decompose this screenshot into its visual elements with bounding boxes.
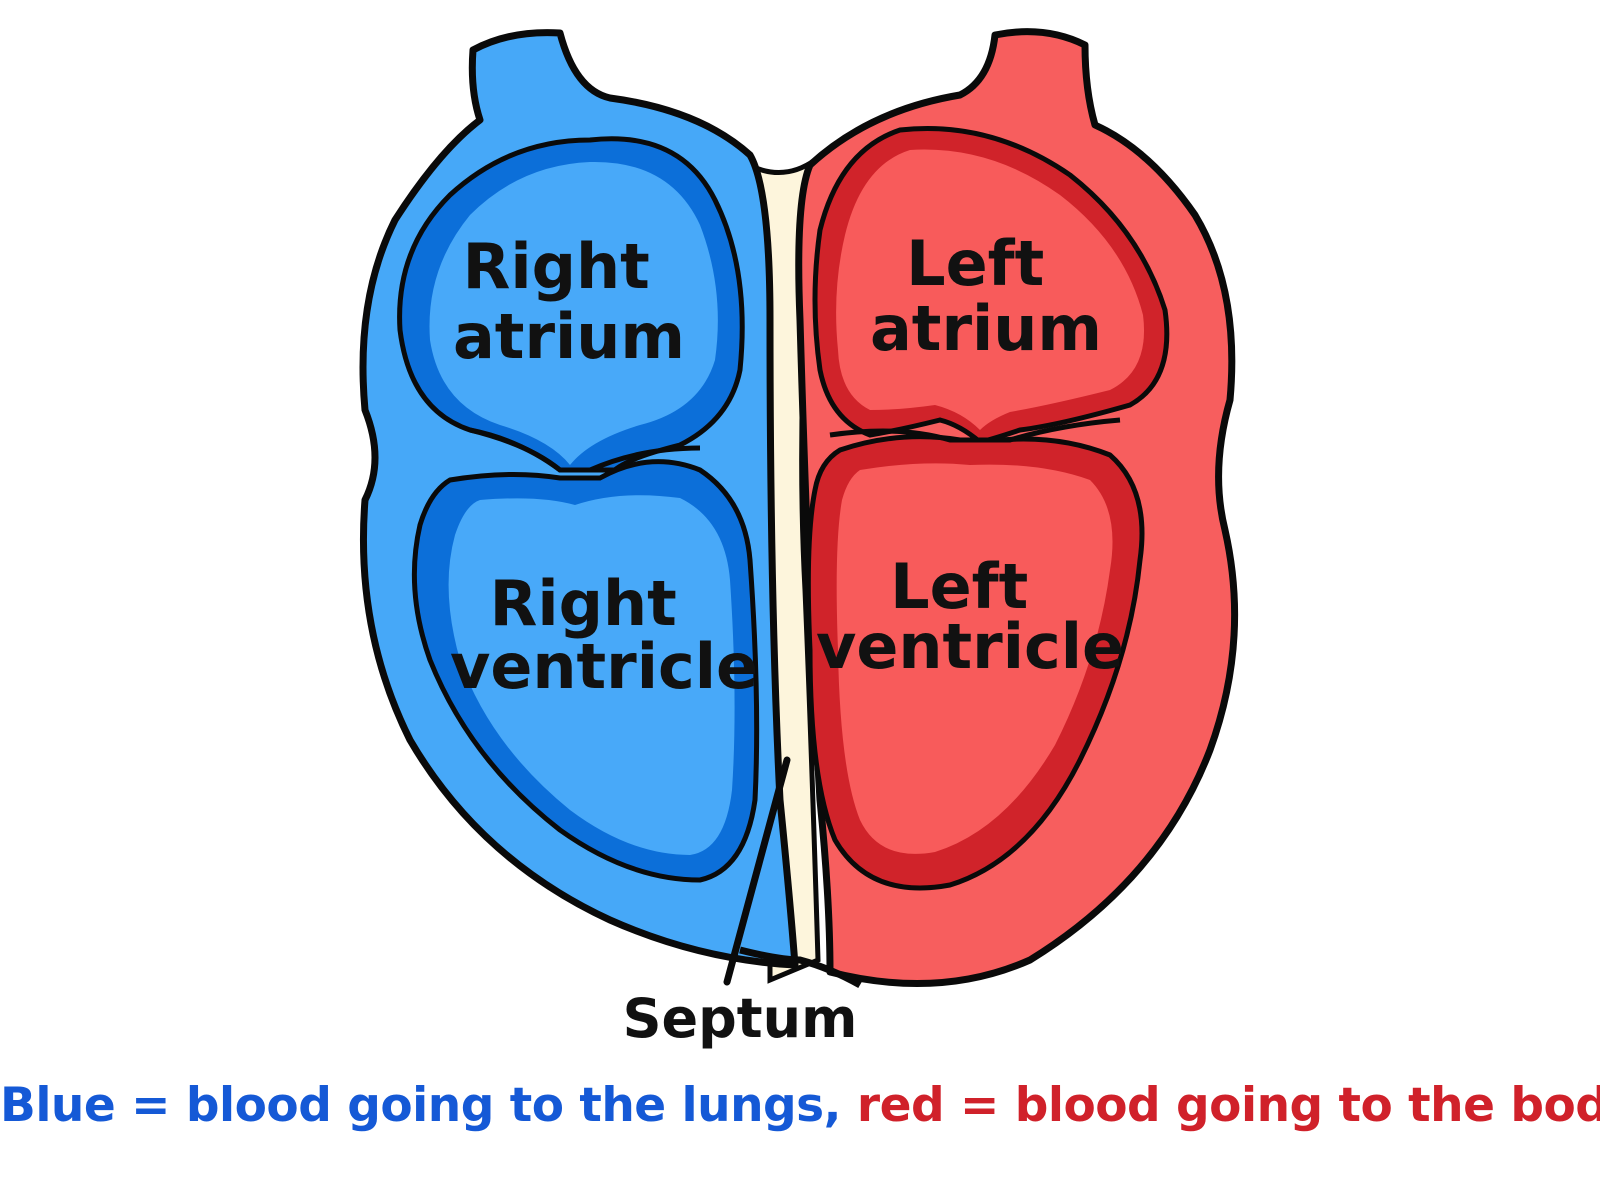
left-ventricle-label: Left ventricle xyxy=(816,550,1124,683)
legend-blue-text: Blue = blood going to the lungs, xyxy=(0,1078,842,1133)
right-ventricle-label-line1: Right xyxy=(490,567,677,640)
right-valve xyxy=(469,427,701,473)
right-atrium-label-line1: Right xyxy=(463,230,650,303)
right-ventricle-chamber xyxy=(448,495,735,855)
color-legend-caption: Blue = blood going to the lungs, red = b… xyxy=(0,1078,1600,1133)
septum-pointer-line xyxy=(723,756,791,986)
left-atrium-chamber xyxy=(836,149,1145,430)
left-atrium-label-line1: Left xyxy=(906,227,1044,300)
right-atrium-label-line2: atrium xyxy=(453,300,685,373)
left-valve xyxy=(829,417,1121,443)
left-ventricle-label-line2: ventricle xyxy=(816,610,1124,683)
right-atrium-chamber xyxy=(429,161,718,465)
heart-apex-outline xyxy=(739,946,862,989)
legend-red-text: red = blood going to the body xyxy=(856,1078,1600,1133)
right-ventricle-label: Right ventricle xyxy=(450,567,758,703)
septum-label: Septum xyxy=(623,987,858,1050)
left-atrium-label: Left atrium xyxy=(870,227,1102,365)
right-atrium-label: Right atrium xyxy=(453,230,685,373)
left-ventricle-label-line1: Left xyxy=(890,550,1028,623)
left-ventricle-chamber xyxy=(836,463,1113,854)
left-atrium-label-line2: atrium xyxy=(870,292,1102,365)
right-ventricle-label-line2: ventricle xyxy=(450,630,758,703)
